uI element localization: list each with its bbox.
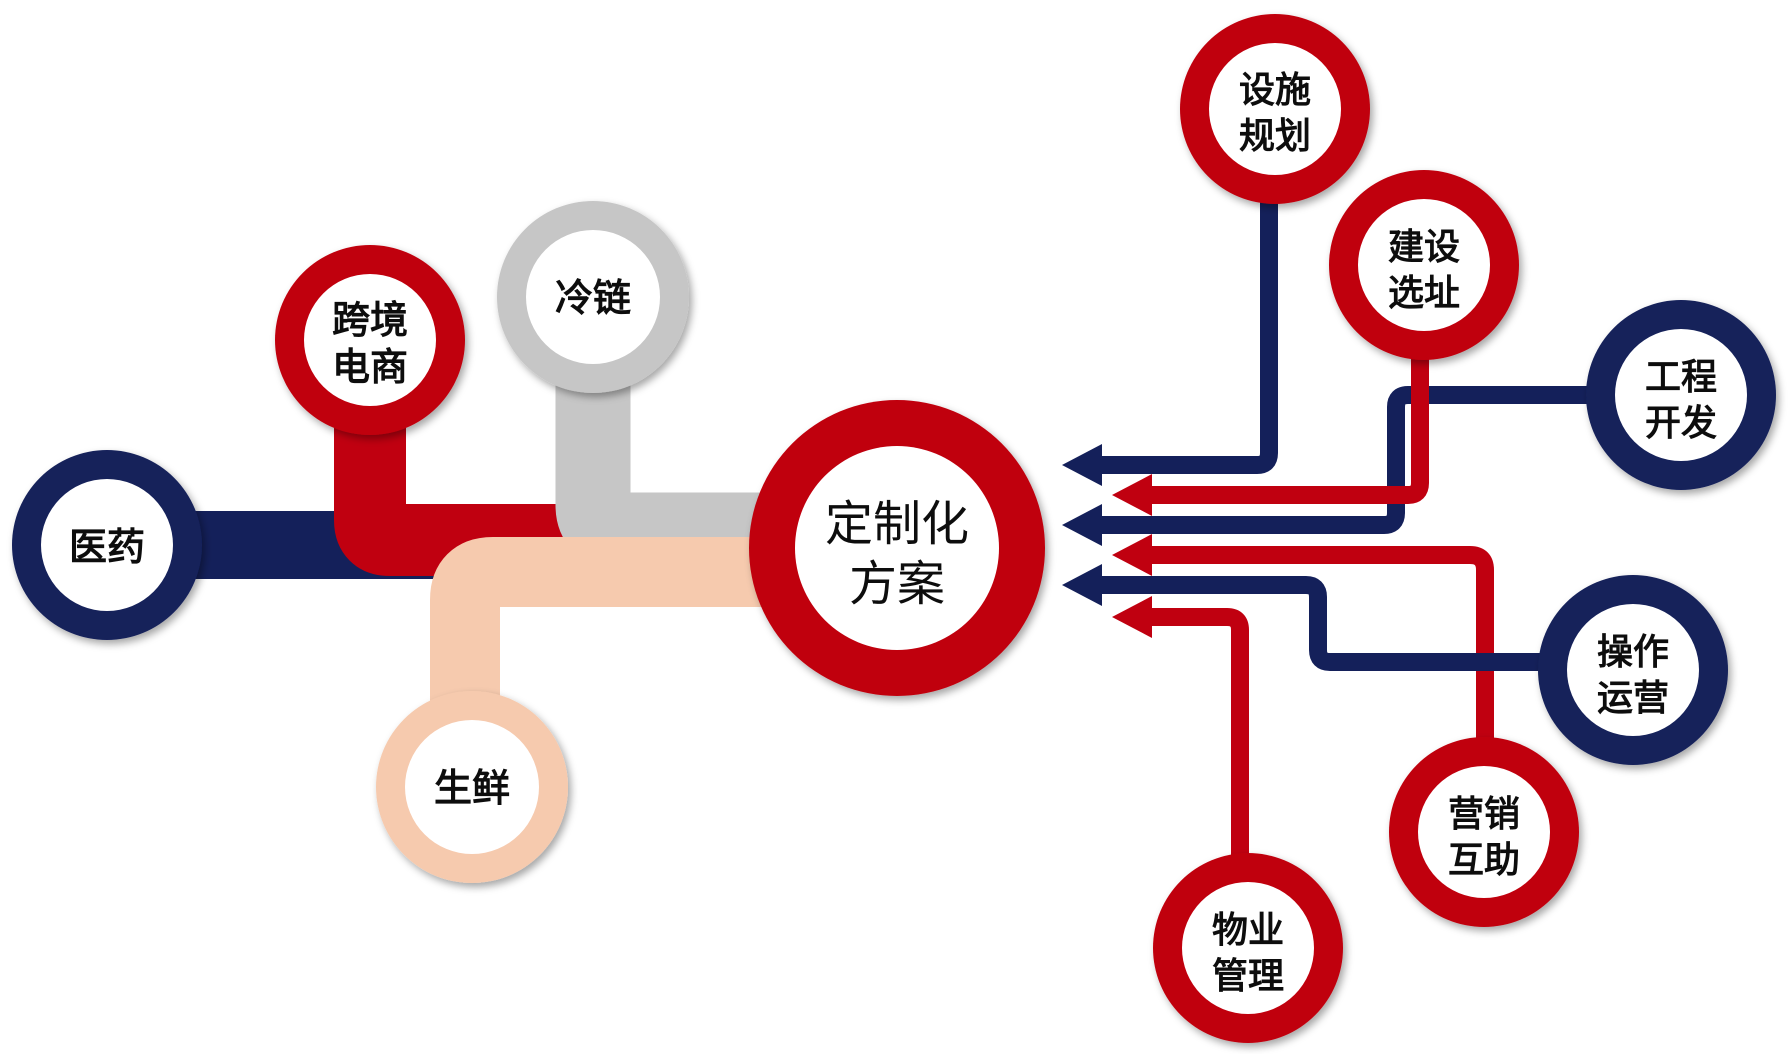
node-sheshi: 设施 规划 (1180, 14, 1370, 204)
center-line2: 方案 (849, 556, 945, 612)
node-caozuo: 操作 运营 (1538, 575, 1728, 765)
node-wuye-line2: 管理 (1212, 956, 1284, 997)
pipe-shengxian (430, 537, 790, 720)
node-gongcheng-line2: 开发 (1645, 403, 1717, 444)
node-wuye: 物业 管理 (1153, 853, 1343, 1043)
connector-sheshi (1095, 180, 1278, 474)
node-jianshe-line1: 建设 (1388, 227, 1460, 268)
right-connectors (1062, 180, 1605, 870)
node-wuye-line1: 物业 (1212, 910, 1284, 951)
left-connectors (150, 350, 790, 720)
node-kuajing-line1: 跨境 (332, 298, 408, 342)
node-jianshe-line2: 选址 (1388, 273, 1460, 314)
arrow-caozuo (1062, 564, 1102, 606)
node-yingxiao-line2: 互助 (1448, 840, 1520, 881)
node-center: 定制化 方案 (749, 400, 1045, 696)
node-shengxian: 生鲜 (376, 691, 568, 883)
connector-yingxiao (1145, 546, 1494, 740)
node-gongcheng-line1: 工程 (1645, 357, 1717, 398)
connector-wuye (1145, 608, 1249, 870)
node-kuajing-line2: 电商 (332, 345, 408, 389)
arrow-yingxiao (1112, 534, 1152, 576)
arrow-wuye (1112, 596, 1152, 638)
node-sheshi-line1: 设施 (1239, 70, 1311, 111)
node-caozuo-line2: 运营 (1597, 678, 1669, 719)
arrow-sheshi (1062, 444, 1102, 486)
node-lenglian-label: 冷链 (555, 276, 631, 320)
node-shengxian-label: 生鲜 (434, 766, 510, 810)
node-sheshi-line2: 规划 (1239, 116, 1311, 157)
connector-jianshe (1145, 320, 1429, 504)
node-yingxiao: 营销 互助 (1389, 737, 1579, 927)
node-jianshe: 建设 选址 (1329, 170, 1519, 360)
connector-gongcheng (1095, 386, 1605, 534)
center-line1: 定制化 (825, 496, 969, 552)
node-kuajing: 跨境 电商 (275, 245, 465, 435)
node-yingxiao-line1: 营销 (1448, 794, 1520, 835)
pipe-lenglian (555, 350, 780, 568)
pipe-kuajing (334, 400, 600, 576)
arrow-gongcheng (1062, 504, 1102, 546)
node-gongcheng: 工程 开发 (1586, 300, 1776, 490)
node-caozuo-line1: 操作 (1597, 632, 1669, 673)
node-lenglian: 冷链 (497, 201, 689, 393)
arrow-jianshe (1112, 474, 1152, 516)
connector-caozuo (1095, 576, 1555, 671)
node-yiyao: 医药 (12, 450, 202, 640)
node-yiyao-label: 医药 (69, 525, 145, 569)
